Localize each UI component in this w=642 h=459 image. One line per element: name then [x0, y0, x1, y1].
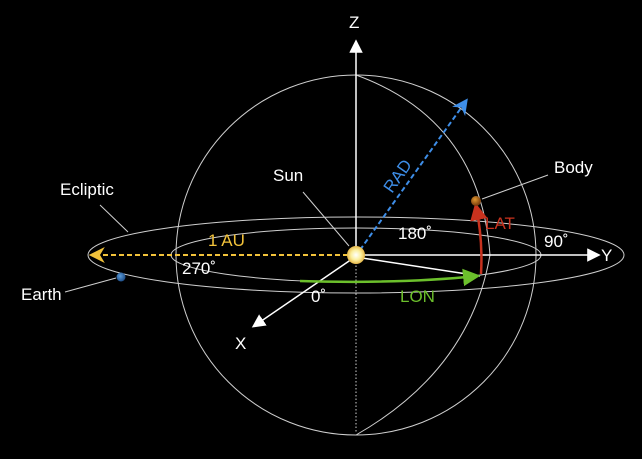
lat-label: LAT	[485, 214, 515, 233]
sun	[347, 246, 365, 264]
ecliptic-leader-line	[99, 204, 129, 233]
body-label: Body	[554, 158, 593, 177]
sun-leader-line	[302, 191, 350, 247]
sun-label: Sun	[273, 166, 303, 185]
x-axis	[251, 258, 353, 328]
deg-180-label: 180˚	[398, 224, 432, 243]
deg-90-label: 90˚	[544, 232, 569, 251]
body	[471, 196, 481, 206]
rad-label: RAD	[380, 156, 416, 196]
rad-arrow	[359, 98, 468, 251]
deg-270-label: 270˚	[182, 259, 216, 278]
ecliptic-label: Ecliptic	[60, 180, 114, 199]
earth-label: Earth	[21, 285, 62, 304]
x-axis-label: X	[235, 334, 246, 353]
lat-arc	[470, 202, 488, 275]
sun-to-lon-line	[361, 257, 481, 277]
earth-leader-line	[64, 277, 117, 293]
au-label: 1 AU	[208, 231, 245, 250]
body-leader-line	[481, 174, 549, 200]
lon-arc	[299, 268, 481, 287]
lon-label: LON	[400, 287, 435, 306]
z-axis-label: Z	[349, 13, 359, 32]
earth	[116, 272, 126, 282]
y-axis-label: Y	[601, 246, 612, 265]
deg-0-label: 0˚	[311, 287, 326, 306]
